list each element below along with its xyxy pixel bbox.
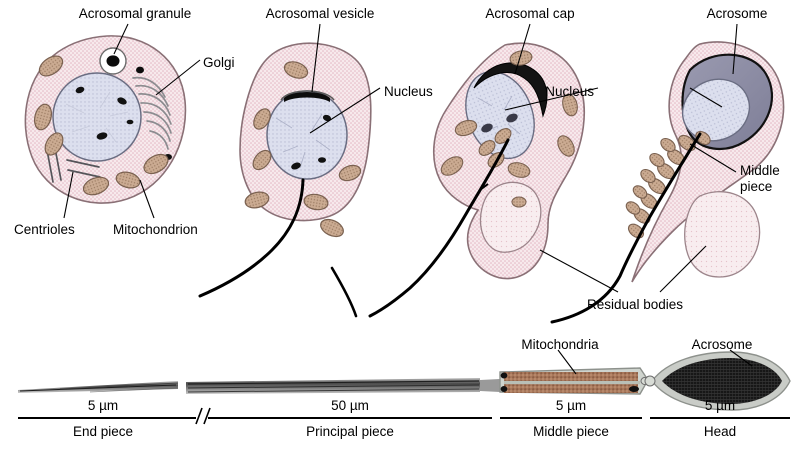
scale-length-end-piece: 5 µm — [87, 398, 119, 413]
scale-part-head: Head — [703, 424, 737, 439]
scale-part-principal-piece: Principal piece — [306, 424, 394, 439]
leader-acrosomal-vesicle — [311, 23, 321, 93]
leader-nucleus-stage-3 — [504, 87, 599, 111]
mitochondria-middle-piece — [625, 130, 711, 239]
mitochondria-group — [244, 61, 362, 238]
em-middle-piece — [499, 367, 650, 395]
leader-lines-stage-4 — [689, 23, 738, 173]
leader-nucleus-stage-4 — [689, 87, 723, 108]
flagellum-stage-2 — [198, 178, 305, 298]
leader-acrosome-stage-4 — [732, 23, 738, 75]
leader-lines-stage-3 — [504, 23, 599, 111]
leader-lines-residual-bodies — [539, 245, 707, 293]
leader-lines-stage-2 — [309, 23, 381, 134]
scale-length-middle-piece: 5 µm — [555, 398, 587, 413]
leader-mitochondria-em — [557, 349, 577, 375]
label-mitochondria-em: Mitochondria — [521, 337, 599, 352]
leader-residual-body-left — [539, 249, 619, 293]
em-sperm-micrograph — [18, 351, 791, 411]
label-middle-piece: Middle piece — [740, 163, 780, 194]
scale-length-principal-piece: 50 µm — [331, 398, 369, 413]
leader-residual-body-right — [659, 245, 707, 293]
leader-acrosomal-cap — [514, 23, 531, 75]
mitochondria-group — [33, 55, 169, 196]
scale-bar — [18, 407, 790, 425]
scale-break-mark — [195, 407, 211, 425]
label-mitochondrion: Mitochondrion — [113, 222, 198, 237]
acrosomal-cap — [473, 62, 548, 118]
leader-acrosome-em — [729, 349, 753, 367]
label-nucleus-stage-2: Nucleus — [384, 84, 433, 99]
em-principal-piece — [186, 378, 480, 394]
stage-3-cell — [368, 42, 586, 318]
label-acrosomal-granule: Acrosomal granule — [78, 6, 192, 21]
label-acrosome-em: Acrosome — [691, 337, 753, 352]
residual-body-left — [479, 181, 542, 253]
label-centrioles: Centrioles — [14, 222, 75, 237]
em-end-piece — [18, 381, 179, 393]
nucleus-chromatin — [75, 86, 134, 140]
stage-2-cell — [198, 42, 372, 318]
scale-part-middle-piece: Middle piece — [533, 424, 609, 439]
leader-centrioles — [63, 171, 74, 219]
leader-mitochondrion — [139, 179, 155, 219]
acrosomal-vesicle — [280, 90, 335, 102]
em-head — [644, 351, 791, 411]
flagellum-stage-4 — [550, 132, 702, 324]
acrosomal-granule — [99, 47, 144, 75]
label-residual-bodies: Residual bodies — [586, 297, 684, 312]
leader-acrosomal-granule — [113, 23, 129, 55]
label-golgi: Golgi — [203, 55, 235, 70]
leader-lines-em — [557, 349, 753, 375]
flagellum-stage-3 — [368, 138, 510, 318]
leader-golgi — [155, 59, 201, 96]
leader-middle-piece — [689, 143, 737, 173]
label-acrosome-stage-4: Acrosome — [706, 6, 768, 21]
stage-4-cell — [550, 41, 785, 324]
scale-part-end-piece: End piece — [72, 424, 134, 439]
leader-lines-stage-1 — [63, 23, 201, 219]
label-nucleus-stage-3: Nucleus — [545, 84, 594, 99]
golgi-apparatus — [132, 76, 172, 150]
scale-length-head: 5 µm — [704, 398, 736, 413]
label-acrosomal-cap: Acrosomal cap — [485, 6, 575, 21]
stage-1-cell — [24, 35, 187, 204]
label-acrosomal-vesicle: Acrosomal vesicle — [265, 6, 375, 21]
residual-body-right — [684, 191, 761, 278]
leader-nucleus-stage-2 — [309, 87, 381, 134]
